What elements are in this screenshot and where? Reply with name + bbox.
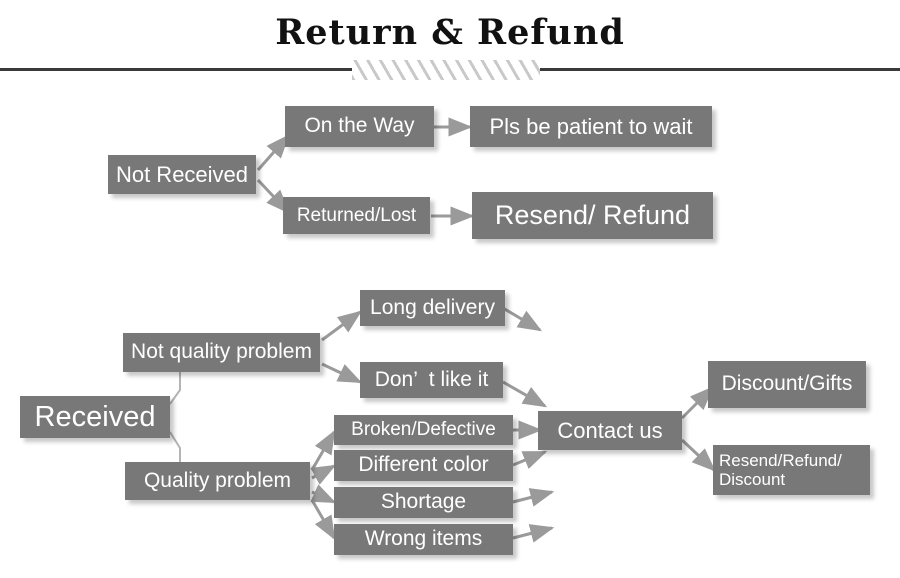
- node-pls-be-patient-to-wait[interactable]: Pls be patient to wait: [470, 106, 712, 147]
- node-resend-refund[interactable]: Resend/ Refund: [472, 192, 713, 239]
- node-contact-us[interactable]: Contact us: [538, 411, 682, 450]
- node-returned-lost[interactable]: Returned/Lost: [283, 197, 430, 234]
- node-wrong-items[interactable]: Wrong items: [334, 524, 513, 555]
- node-quality-problem[interactable]: Quality problem: [125, 462, 310, 500]
- node-not-received[interactable]: Not Received: [108, 155, 256, 194]
- divider-line-right: [540, 68, 900, 71]
- node-broken-defective[interactable]: Broken/Defective: [334, 415, 513, 445]
- node-discount-gifts[interactable]: Discount/Gifts: [708, 361, 866, 408]
- node-on-the-way[interactable]: On the Way: [285, 106, 434, 147]
- node-dont-like-it[interactable]: Don’ t like it: [360, 362, 503, 398]
- divider-line-left: [0, 68, 352, 71]
- node-received[interactable]: Received: [20, 396, 170, 438]
- node-resend-refund-discount[interactable]: Resend/Refund/ Discount: [713, 445, 870, 495]
- node-not-quality-problem[interactable]: Not quality problem: [123, 333, 320, 372]
- node-long-delivery[interactable]: Long delivery: [360, 290, 505, 326]
- node-shortage[interactable]: Shortage: [334, 487, 513, 518]
- node-different-color[interactable]: Different color: [334, 450, 513, 481]
- divider-line-right-accent: [820, 68, 900, 71]
- divider-hatch-ornament: [352, 60, 540, 80]
- page-title: Return & Refund: [275, 12, 625, 53]
